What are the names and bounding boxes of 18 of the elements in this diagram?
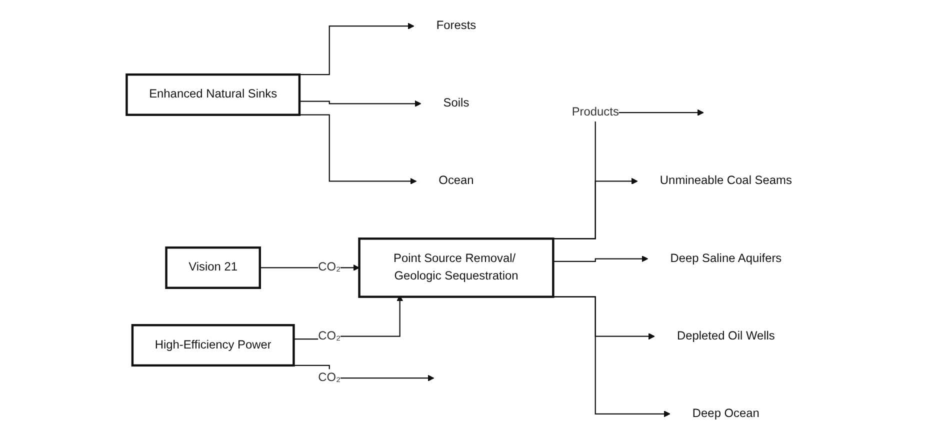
arrow <box>553 256 648 262</box>
edge-label: CO₂ <box>318 330 341 342</box>
node-box: High-Efficiency Power <box>131 324 295 367</box>
arrow <box>299 100 422 107</box>
node-text: Unmineable Coal Seams <box>660 174 792 188</box>
edge-label: Products <box>572 106 619 119</box>
node-box: Point Source Removal/ Geologic Sequestration <box>358 238 554 298</box>
node-box: Vision 21 <box>165 246 261 289</box>
node-box: Enhanced Natural Sinks <box>126 73 301 116</box>
node-text: Ocean <box>438 174 474 188</box>
arrow <box>260 264 360 271</box>
edge-label: CO₂ <box>318 261 341 274</box>
node-text: Forests <box>436 19 476 32</box>
node-text: Depleted Oil Wells <box>676 330 775 342</box>
edge-label: CO₂ <box>318 371 341 384</box>
node-text: Deep Ocean <box>692 407 760 420</box>
node-text: Soils <box>443 96 470 110</box>
node-text: Deep Saline Aquifers <box>670 252 782 265</box>
